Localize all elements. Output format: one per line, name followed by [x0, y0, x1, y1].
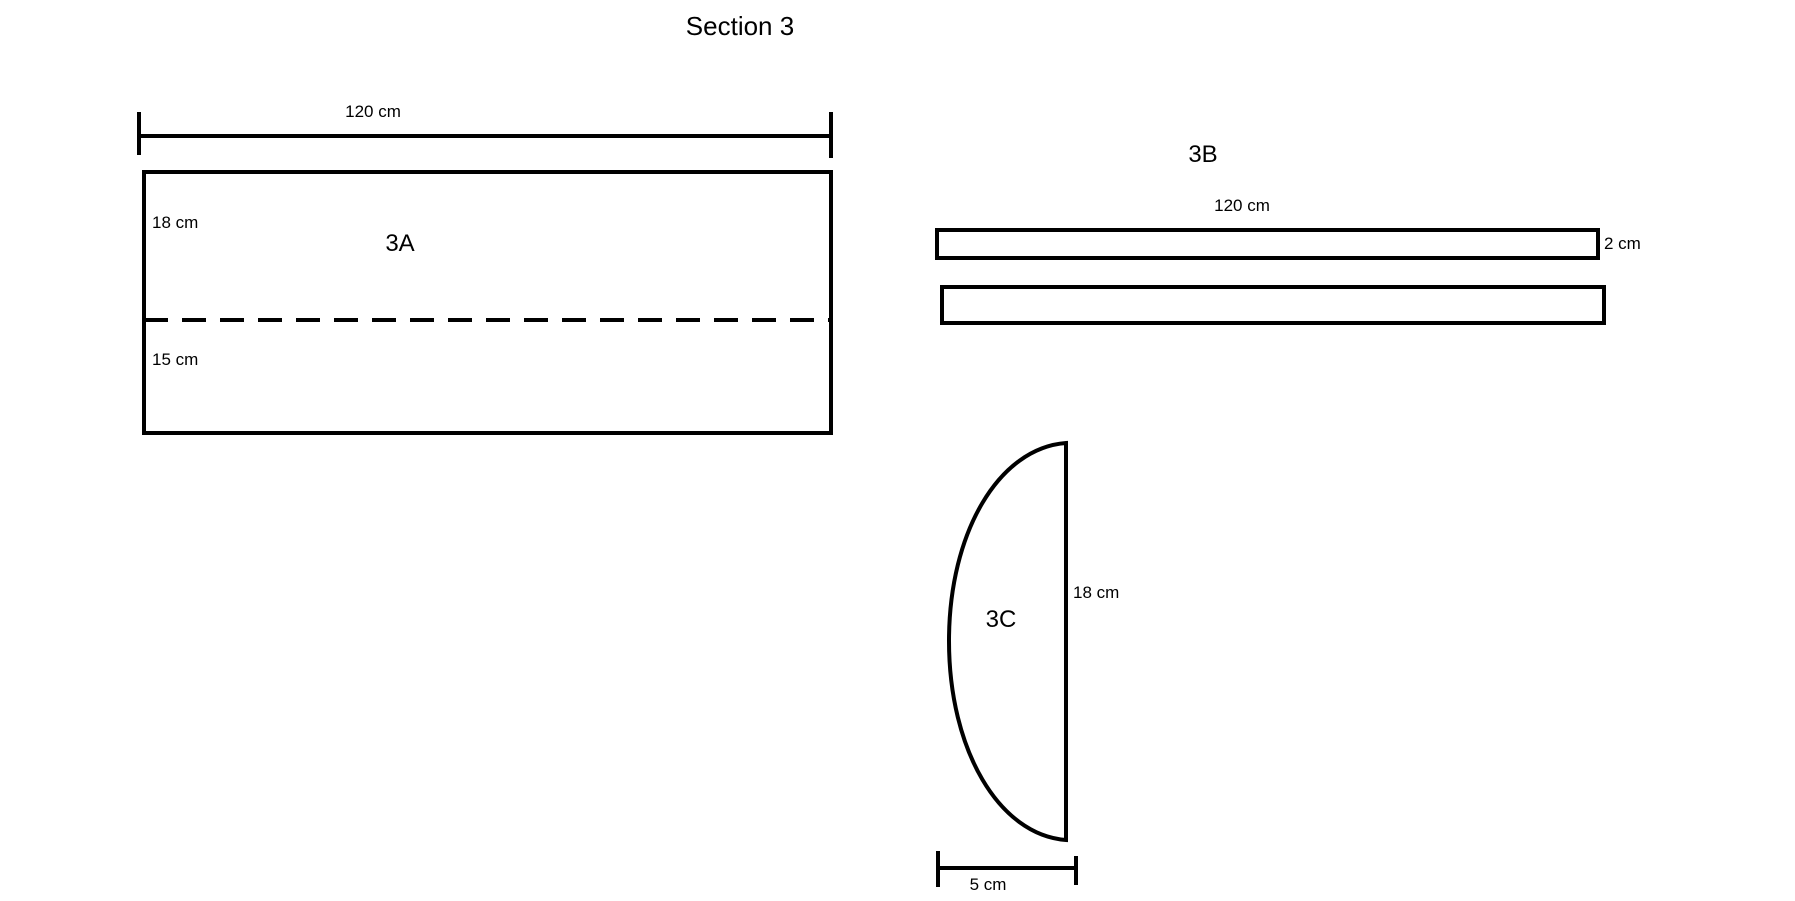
piece-3c-label: 3C: [986, 606, 1017, 633]
piece-3a-outline: [142, 170, 833, 435]
piece-3b-strip-2: [940, 285, 1606, 325]
piece-3a: 120 cm 3A 18 cm 15 cm: [137, 102, 833, 435]
piece-3a-top-height-label: 18 cm: [152, 213, 198, 232]
piece-3a-width-dimension: [137, 112, 833, 158]
piece-3a-bottom-height-label: 15 cm: [152, 350, 198, 369]
piece-3b-width-label: 120 cm: [1214, 196, 1270, 215]
piece-3c-outline: [946, 440, 1068, 843]
piece-3b-strip-1: [935, 228, 1600, 260]
piece-3c-height-label: 18 cm: [1073, 583, 1119, 602]
piece-3b: 3B 120 cm 2 cm: [935, 141, 1641, 325]
piece-3c-depth-dimension: [936, 851, 1078, 887]
piece-3a-label: 3A: [385, 230, 414, 257]
piece-3a-width-label: 120 cm: [345, 102, 401, 121]
piece-3c: 3C 18 cm 5 cm: [936, 440, 1119, 894]
piece-3b-label: 3B: [1188, 141, 1217, 168]
piece-3c-depth-label: 5 cm: [970, 875, 1007, 894]
piece-3b-height-label: 2 cm: [1604, 234, 1641, 253]
page-title: Section 3: [686, 11, 794, 41]
